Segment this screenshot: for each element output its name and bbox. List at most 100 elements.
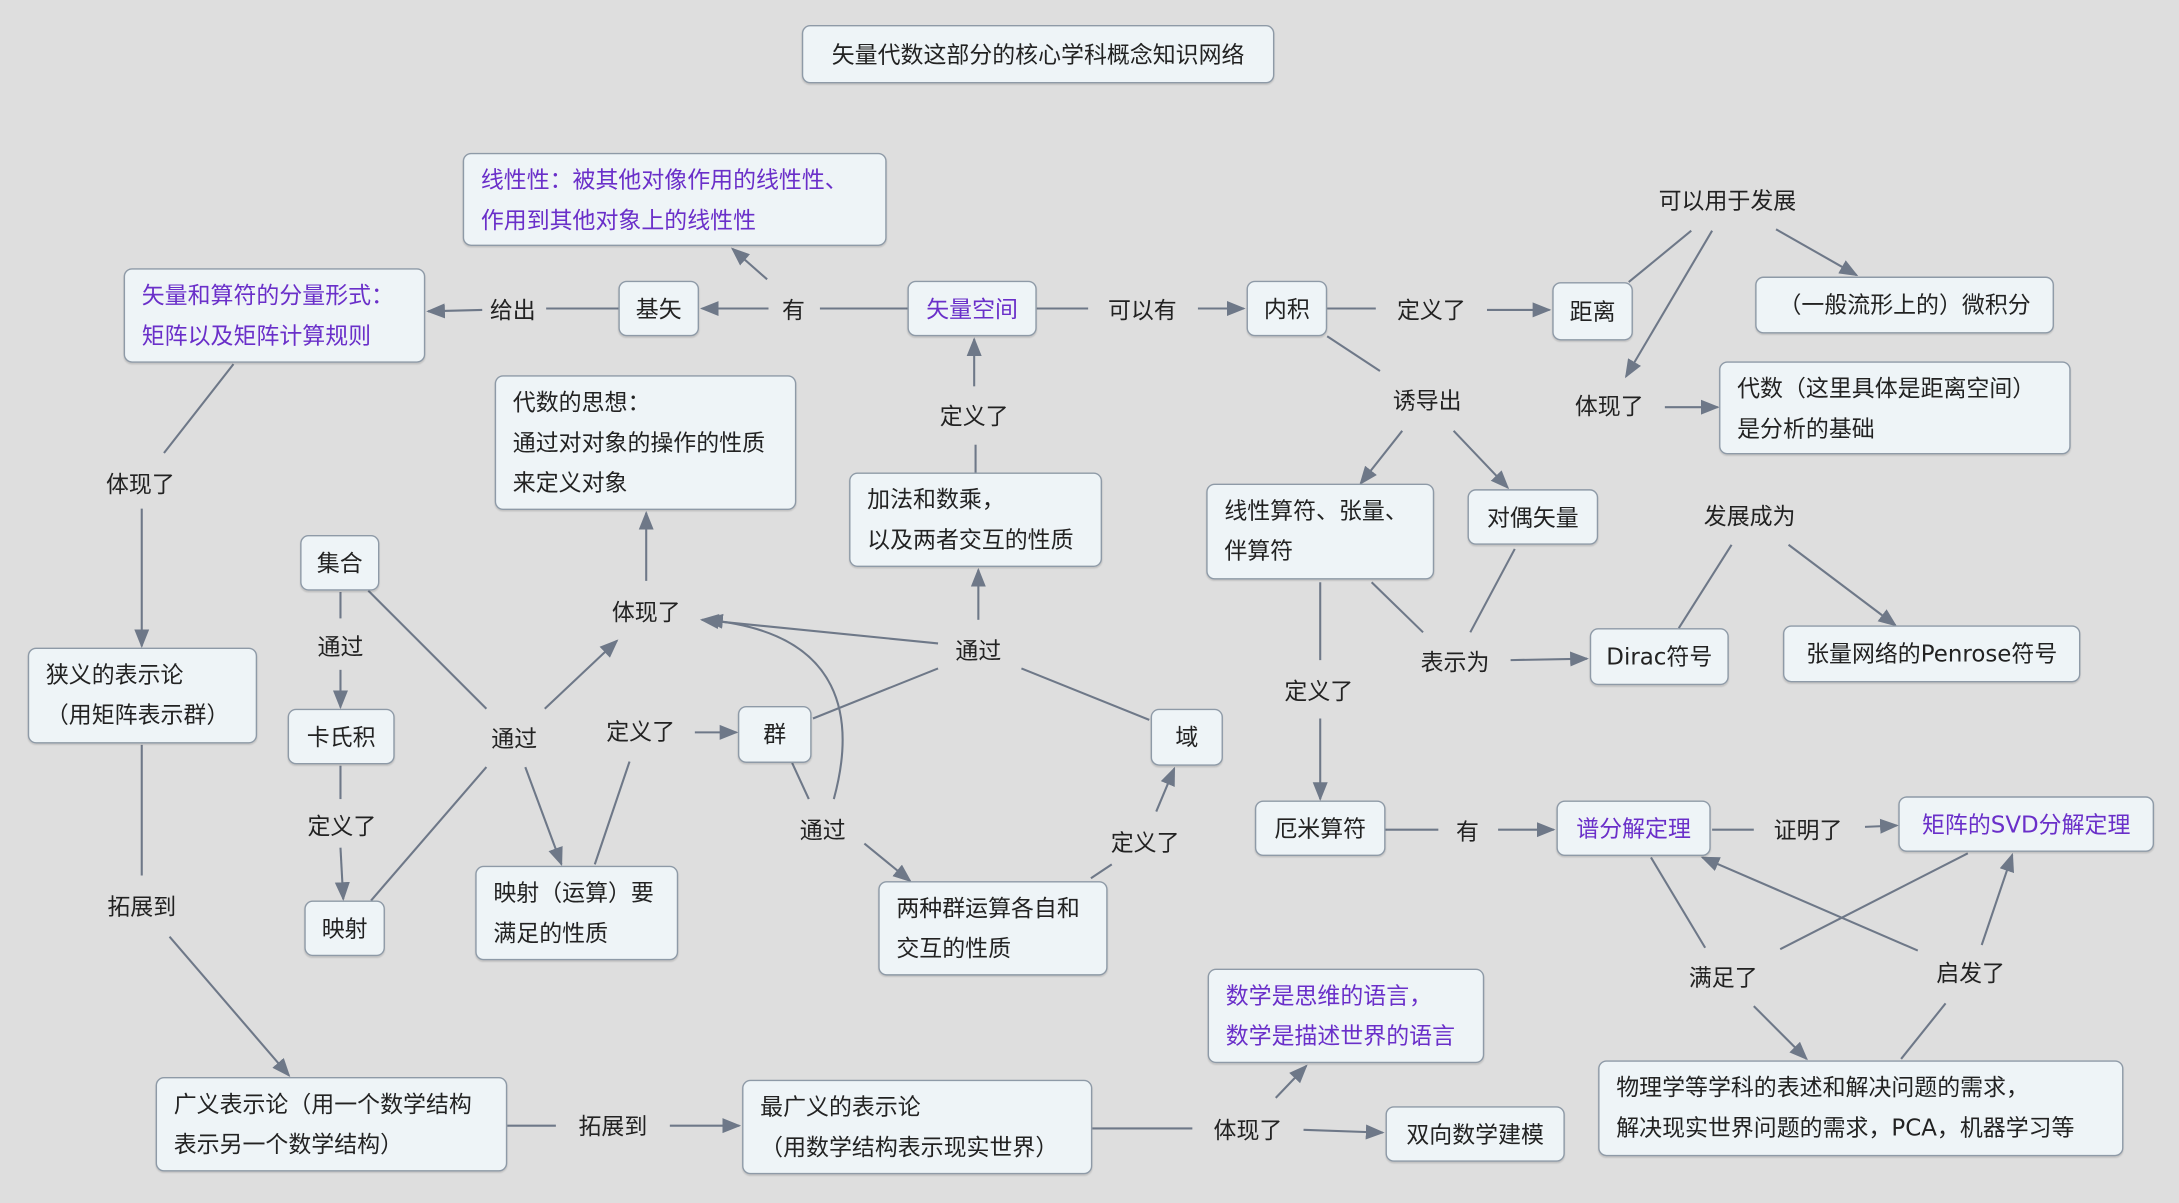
node-cartesian[interactable]: 卡氏积 <box>287 708 395 765</box>
node-algebra-idea[interactable]: 代数的思想：通过对对象的操作的性质来定义对象 <box>494 375 797 511</box>
node-operators[interactable]: 线性算符、张量、伴算符 <box>1206 483 1435 580</box>
node-text: 代数的思想： <box>512 389 651 416</box>
edge-label: 表示为 <box>1420 648 1490 676</box>
edge-label: 定义了 <box>606 718 676 745</box>
edge-arrow <box>1452 430 1510 490</box>
node-modeling[interactable]: 双向数学建模 <box>1385 1106 1565 1162</box>
node-text: 代数（这里具体是距离空间） <box>1737 375 2036 402</box>
node-physics-needs[interactable]: 物理学等学科的表述和解决问题的需求， 解决现实世界问题的需求，PCA，机器学习等 <box>1598 1060 2124 1157</box>
node-field[interactable]: 域 <box>1150 708 1223 766</box>
edge-label: 有 <box>1456 818 1479 845</box>
node-text: 解决现实世界问题的需求，PCA，机器学习等 <box>1616 1114 2075 1141</box>
node-text: 物理学等学科的表述和解决问题的需求， <box>1616 1074 2029 1101</box>
node-distance[interactable]: 距离 <box>1552 282 1633 341</box>
node-text: 谱分解定理 <box>1576 815 1691 842</box>
edge <box>812 667 939 720</box>
node-mapping[interactable]: 映射 <box>304 900 385 957</box>
node-hermitian[interactable]: 厄米算符 <box>1254 800 1386 857</box>
node-text: 距离 <box>1569 298 1616 325</box>
node-vector-space[interactable]: 矢量空间 <box>907 280 1037 337</box>
node-text: 集合 <box>316 549 363 577</box>
node-component-form[interactable]: 矢量和算符的分量形式： 矩阵以及矩阵计算规则 <box>123 268 426 363</box>
edge-label: 体现了 <box>611 598 681 626</box>
node-math-language[interactable]: 数学是思维的语言，数学是描述世界的语言 <box>1207 968 1485 1064</box>
edge-label: 体现了 <box>1574 393 1644 420</box>
map-title[interactable]: 矢量代数这部分的核心学科概念知识网络 <box>801 25 1275 84</box>
edge <box>791 762 810 800</box>
node-text: 对偶矢量 <box>1486 503 1579 531</box>
edge-label: 拓展到 <box>578 1113 648 1140</box>
edge-label: 拓展到 <box>107 893 177 920</box>
node-text: （用矩阵表示群） <box>45 701 230 729</box>
edge-label: 定义了 <box>1110 829 1180 857</box>
edge-label: 定义了 <box>307 812 377 840</box>
edge-arrow <box>1359 430 1404 486</box>
edge-label: 满足了 <box>1688 964 1758 991</box>
node-mapping-props[interactable]: 映射（运算）要满足的性质 <box>475 865 679 961</box>
edge-arrow <box>334 847 350 902</box>
edge-label: 定义了 <box>1284 678 1354 705</box>
edge <box>163 363 235 454</box>
edge <box>367 589 488 710</box>
node-general-rep[interactable]: 广义表示论（用一个数学结构表示另一个数学结构） <box>155 1077 508 1172</box>
node-basis[interactable]: 基矢 <box>618 280 700 337</box>
node-algebra-analysis[interactable]: 代数（这里具体是距离空间）是分析的基础 <box>1719 361 2071 455</box>
edge-label: 诱导出 <box>1392 387 1462 415</box>
node-text: 内积 <box>1263 295 1310 322</box>
edge-arrow <box>1753 1005 1808 1061</box>
edge-arrow <box>1624 230 1714 379</box>
node-broadest-rep[interactable]: 最广义的表示论（用数学结构表示现实世界） <box>742 1079 1093 1175</box>
node-text: 域 <box>1175 724 1199 751</box>
edge-arrow <box>1303 1124 1385 1140</box>
edge-label: 启发了 <box>1936 960 2005 987</box>
node-text: 伴算符 <box>1224 537 1294 565</box>
node-text: 双向数学建模 <box>1406 1120 1544 1148</box>
node-text: 线性性：被其他对像作用的线性性、 <box>480 166 848 194</box>
node-dirac[interactable]: Dirac符号 <box>1589 628 1729 686</box>
edge-label: 定义了 <box>1396 297 1466 324</box>
edge <box>1628 229 1692 283</box>
node-text: 来定义对象 <box>512 469 628 497</box>
edge-label: 给出 <box>489 297 536 324</box>
node-text: 以及两者交互的性质 <box>867 526 1074 554</box>
node-text: 矩阵的SVD分解定理 <box>1921 810 2131 838</box>
edge-label: 通过 <box>491 725 538 752</box>
node-dual-vector[interactable]: 对偶矢量 <box>1467 489 1599 545</box>
node-penrose[interactable]: 张量网络的Penrose符号 <box>1782 625 2081 683</box>
edge-label: 可以用于发展 <box>1658 187 1797 215</box>
node-group[interactable]: 群 <box>737 705 812 763</box>
edge-arrow <box>524 766 563 867</box>
edge-arrow <box>863 842 912 883</box>
edge-label: 发展成为 <box>1703 503 1796 530</box>
node-text: 基矢 <box>635 295 682 322</box>
edge-label: 有 <box>782 297 805 324</box>
edge-label: 证明了 <box>1773 817 1843 844</box>
edge-arrow <box>544 639 619 710</box>
node-text: 交互的性质 <box>896 935 1012 962</box>
edge-label: 可以有 <box>1107 297 1177 324</box>
edge-arrow <box>1980 852 2014 946</box>
node-spectral[interactable]: 谱分解定理 <box>1556 800 1711 857</box>
edge <box>1090 863 1113 880</box>
node-inner-product[interactable]: 内积 <box>1246 280 1328 337</box>
node-group-ops[interactable]: 两种群运算各自和交互的性质 <box>878 881 1108 976</box>
node-narrow-rep[interactable]: 狭义的表示论 （用矩阵表示群） <box>27 647 258 744</box>
node-calculus[interactable]: （一般流形上的）微积分 <box>1755 276 2054 334</box>
node-text: 数学是思维的语言， <box>1225 982 1433 1009</box>
node-add-scalar[interactable]: 加法和数乘，以及两者交互的性质 <box>849 472 1103 567</box>
node-svd[interactable]: 矩阵的SVD分解定理 <box>1898 796 2155 852</box>
map-title-text: 矢量代数这部分的核心学科概念知识网络 <box>831 40 1245 68</box>
node-linearity[interactable]: 线性性：被其他对像作用的线性性、作用到其他对象上的线性性 <box>462 152 887 246</box>
node-text: （一般流形上的）微积分 <box>1778 291 2031 319</box>
node-text: 狭义的表示论 <box>45 661 184 688</box>
edge <box>1677 544 1733 629</box>
node-text: 两种群运算各自和 <box>896 894 1080 922</box>
node-text: （用数学结构表示现实世界） <box>760 1133 1059 1161</box>
node-text: 作用到其他对象上的线性性 <box>480 207 756 234</box>
node-text: 矢量和算符的分量形式： <box>141 282 394 309</box>
node-set[interactable]: 集合 <box>300 535 380 591</box>
node-text: 矩阵以及矩阵计算规则 <box>141 322 372 349</box>
edge-arrow <box>704 613 844 800</box>
edge <box>593 761 631 865</box>
